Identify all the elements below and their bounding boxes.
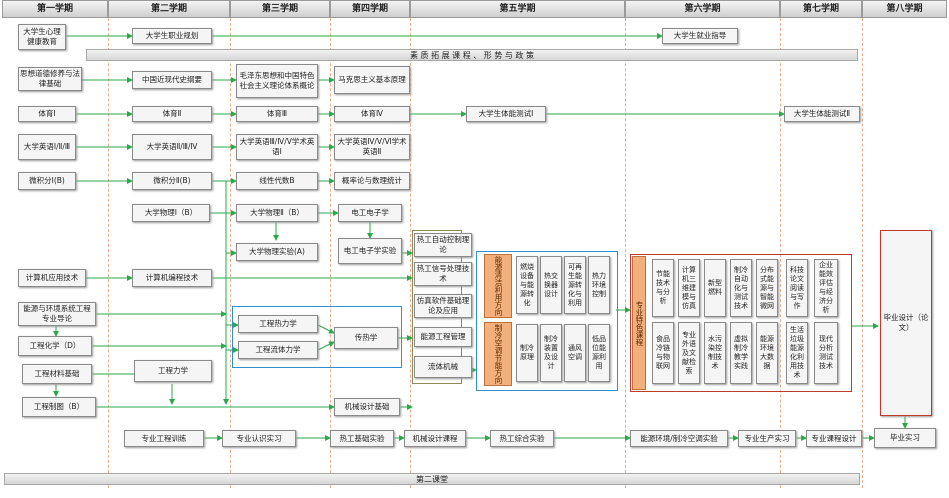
special-bottom-item: 虚拟制冷教学实践 <box>730 322 752 384</box>
course-pe2: 体育Ⅱ <box>132 106 212 122</box>
semester-divider <box>108 18 109 488</box>
semester-header-4: 第四学期 <box>330 0 410 18</box>
course-history: 中国近现代史纲要 <box>132 71 212 89</box>
practice-item: 毕业实习 <box>874 428 936 448</box>
course-draw: 工程制图（B） <box>22 397 96 417</box>
course-mech: 工程力学 <box>134 360 212 382</box>
course-thesis: 毕业设计（论文） <box>880 230 932 416</box>
course-eng2: 大学英语Ⅱ/Ⅲ/Ⅳ <box>132 134 212 160</box>
special-courses-label: 专业特色课程 <box>632 256 646 390</box>
course-design: 机械设计基础 <box>334 398 400 416</box>
course-psych: 大学生心理健康教育 <box>18 24 66 50</box>
practice-item: 能源环境/制冷空调实验 <box>630 430 728 447</box>
practice-item: 专业认识实习 <box>222 430 296 447</box>
semester-divider <box>625 18 626 488</box>
special-courses-frame <box>630 254 852 392</box>
special-bottom-item: 生活垃圾能源化利用技术 <box>786 322 808 384</box>
special-bottom-item: 能源环境大数据 <box>756 322 778 384</box>
second-class-band: 第二课堂 <box>4 473 860 485</box>
dir1-item: 热力环境控制 <box>588 256 610 314</box>
dir2-item: 制冷原理 <box>516 324 538 382</box>
special-bottom-item: 水污染控制技术 <box>704 322 726 384</box>
semester-header-8: 第八学期 <box>862 0 947 18</box>
dir2-item: 通风空调 <box>564 324 586 382</box>
semester-header-6: 第六学期 <box>625 0 780 18</box>
course-career: 大学生职业规划 <box>132 28 212 44</box>
special-top-item: 节能技术与分析 <box>652 259 674 317</box>
semester-header-5: 第五学期 <box>410 0 625 18</box>
dir2-item: 制冷装置及设计 <box>540 324 562 382</box>
special-top-item: 科技论文阅读与写作 <box>786 259 808 317</box>
special-top-item: 企业能效评估与经济分析 <box>814 259 838 317</box>
course-thermo: 工程热力学 <box>238 315 318 333</box>
course-elec: 电工电子学 <box>338 204 402 222</box>
special-bottom-item: 现代分析测试技术 <box>814 322 838 384</box>
course-calc2: 微积分Ⅱ(B) <box>132 172 212 190</box>
course-sim: 仿真软件基础理论及应用 <box>414 294 472 318</box>
course-marx: 马克思主义基本原理 <box>334 66 410 94</box>
course-fit2: 大学生体能测试Ⅱ <box>784 106 860 122</box>
course-chem: 工程化学（D） <box>18 336 92 356</box>
course-physlab: 大学物理实验(A) <box>236 243 318 261</box>
special-bottom-item: 专业外语及文献检索 <box>678 322 700 384</box>
dir2-item: 低品位能源利用 <box>588 324 610 382</box>
semester-divider <box>330 18 331 488</box>
course-phys2: 大学物理Ⅱ（B） <box>236 204 318 222</box>
course-eleclab: 电工电子学实验 <box>338 238 402 264</box>
course-eng3: 大学英语Ⅲ/Ⅳ/Ⅴ学术英语Ⅰ <box>236 134 318 160</box>
practice-item: 热工基础实验 <box>330 430 394 447</box>
semester-divider <box>862 18 863 488</box>
practice-item: 专业课程设计 <box>806 430 862 447</box>
special-top-item: 计算机三维建模与仿真 <box>678 259 700 317</box>
course-employment: 大学生就业指导 <box>662 28 738 44</box>
course-intro: 能源与环境系统工程专业导论 <box>18 302 96 326</box>
dir1-item: 热交换器设计 <box>540 256 562 314</box>
special-top-item: 新型燃料 <box>704 259 726 317</box>
course-auto: 热工自动控制理论 <box>414 233 472 257</box>
practice-item: 专业工程训练 <box>124 430 204 447</box>
special-bottom-item: 食品冷链与物联网 <box>652 322 674 384</box>
special-top-item: 制冷自动化与测试技术 <box>730 259 752 317</box>
special-top-item: 分布式能源与智能微网 <box>756 259 778 317</box>
thermal-fluid-module <box>232 306 402 368</box>
semester-header-2: 第二学期 <box>108 0 230 18</box>
practice-item: 机械设计课程 <box>404 430 466 447</box>
semester-divider <box>780 18 781 488</box>
course-prob: 概率论与数理统计 <box>334 172 410 190</box>
direction-label-clean-energy: 能源清洁利用方向 <box>484 254 512 318</box>
course-comp2: 计算机编程技术 <box>132 269 212 287</box>
course-fluid-mach: 流体机械 <box>414 356 472 378</box>
course-pe3: 体育Ⅲ <box>236 106 318 122</box>
course-ethics: 思想道德修养与法律基础 <box>18 67 82 91</box>
course-comp1: 计算机应用技术 <box>18 269 86 287</box>
course-linalg: 线性代数B <box>236 172 318 190</box>
direction-label-refrigeration: 制冷空调节能方向 <box>484 322 512 386</box>
course-pe4: 体育Ⅳ <box>334 106 410 122</box>
course-signal: 热工信号处理技术 <box>414 262 472 286</box>
quality-expansion-band: 素 质 拓 展 课 程 、 形 势 与 政 策 <box>86 49 858 61</box>
semester-header-3: 第三学期 <box>230 0 330 18</box>
course-pe1: 体育Ⅰ <box>18 106 76 122</box>
semester-header-7: 第七学期 <box>780 0 862 18</box>
course-fit1: 大学生体能测试Ⅰ <box>466 106 546 122</box>
course-calc1: 微积分Ⅰ(B) <box>18 172 76 190</box>
course-mao: 毛泽东思想和中国特色社会主义理论体系概论 <box>236 64 318 98</box>
practice-item: 热工综合实验 <box>490 430 554 447</box>
dir1-item: 燃烧设备与能源转化 <box>516 256 538 314</box>
course-eng4: 大学英语Ⅳ/Ⅴ/Ⅵ学术英语Ⅱ <box>334 134 410 160</box>
course-heat: 传热学 <box>334 327 398 349</box>
semester-header-1: 第一学期 <box>2 0 108 18</box>
dir1-item: 可再生能源转化与利用 <box>564 256 586 314</box>
course-fluid: 工程流体力学 <box>238 341 318 359</box>
course-phys1: 大学物理Ⅰ（B） <box>132 204 210 222</box>
course-eng1: 大学英语Ⅰ/Ⅱ/Ⅲ <box>18 134 76 160</box>
course-mat: 工程材料基础 <box>22 364 92 384</box>
direction-module-frame <box>476 251 618 391</box>
course-energy-mgmt: 能源工程管理 <box>414 327 472 347</box>
practice-item: 专业生产实习 <box>738 430 796 447</box>
